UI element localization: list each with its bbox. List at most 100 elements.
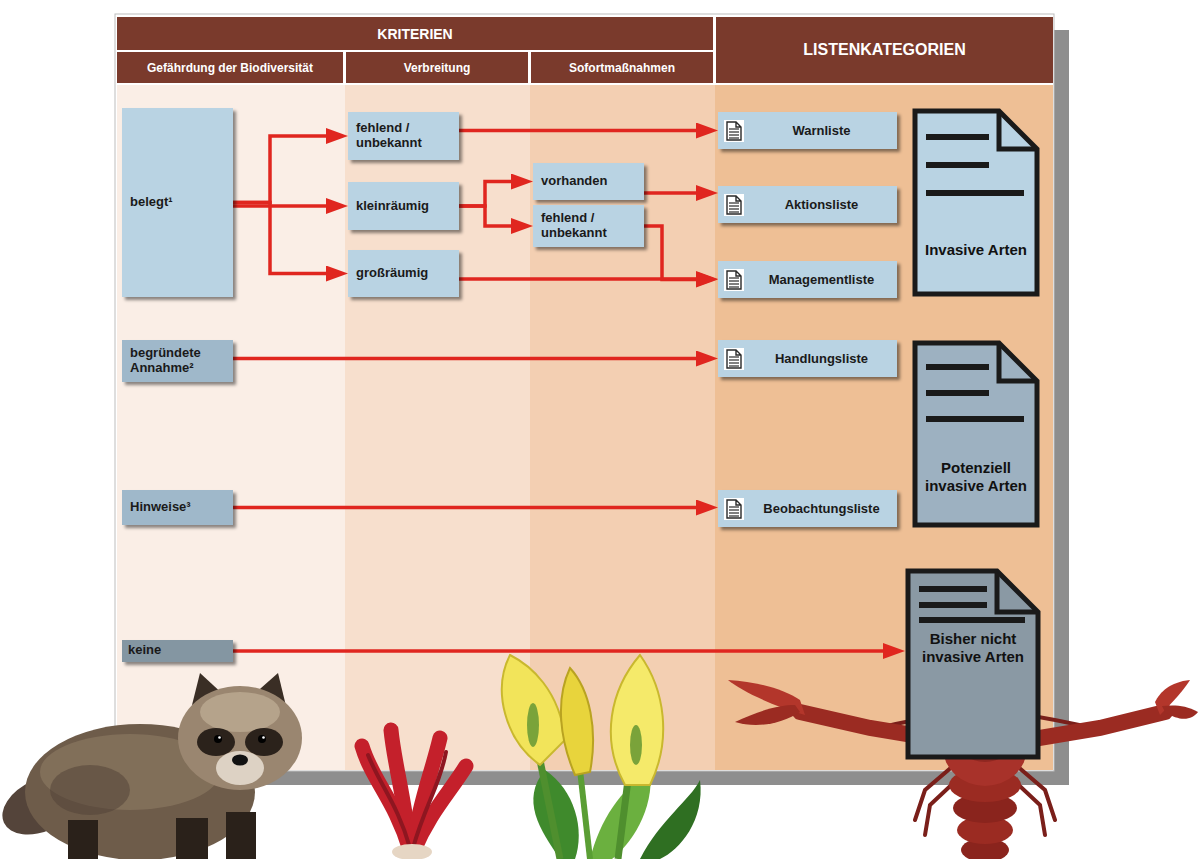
arrow-connector: [644, 191, 708, 195]
list-icon-line: [729, 280, 739, 281]
document-fold: [997, 571, 1038, 612]
node-label: Sofortmaßnahmen: [569, 61, 675, 75]
raccoon-dog: [197, 728, 235, 756]
criterion-box: fehlend / unbekannt: [533, 205, 644, 247]
arrow-connector: [459, 182, 523, 207]
list-icon-ground: [724, 269, 744, 291]
list-category-box: Aktionsliste: [718, 186, 897, 223]
node-label: Aktionsliste: [785, 197, 859, 212]
list-icon-line: [729, 137, 739, 138]
skunk-cabbage: [580, 770, 590, 859]
document-icon: Bisher nicht invasive Arten: [905, 568, 1041, 760]
arrow-connector: [233, 204, 338, 208]
raccoon-dog: [214, 735, 222, 743]
list-icon: [724, 269, 744, 291]
criterion-box: kleinräumig: [348, 182, 459, 230]
arrow-connector: [644, 226, 708, 280]
column-ground: [117, 85, 345, 770]
document-outline: [912, 108, 1040, 297]
document-shape: [908, 571, 1038, 757]
text-block: Handlungsliste: [775, 351, 868, 366]
node-label: Potenziell invasive Arten: [921, 459, 1031, 495]
list-icon-line: [729, 286, 739, 287]
list-category-box: Warnliste: [718, 112, 897, 149]
list-icon-line: [729, 277, 739, 278]
list-icon-line: [729, 131, 739, 132]
node-label: Warnliste: [792, 123, 850, 138]
list-icon-line: [729, 128, 739, 129]
text-block: Warnliste: [792, 123, 850, 138]
criterion-box: großräumig: [348, 250, 459, 297]
document-line: [919, 617, 1025, 623]
raccoon-dog: [216, 751, 264, 785]
list-icon-line: [729, 134, 739, 135]
fungus: [413, 752, 446, 848]
panel: [115, 14, 1054, 771]
arrow-connector: [459, 129, 708, 133]
list-icon-line: [729, 202, 739, 203]
text-block: Verbreitung: [404, 61, 471, 75]
raccoon-dog: [262, 736, 265, 739]
text-block: Managementliste: [769, 272, 874, 287]
list-icon-outline: [727, 500, 741, 518]
raccoon-dog: [232, 755, 248, 766]
list-icon-outline: [727, 122, 741, 140]
document-text-area: Bisher nicht invasive Arten: [914, 626, 1032, 670]
text-block: vorhanden: [541, 174, 607, 189]
column-header: Sofortmaßnahmen: [531, 52, 713, 83]
list-icon-line: [729, 362, 739, 363]
fungus: [392, 844, 432, 859]
criterion-box: begründete Annahme²: [122, 340, 233, 382]
skunk-cabbage: [527, 703, 539, 747]
node-label: vorhanden: [541, 174, 607, 189]
node-label: Verbreitung: [404, 61, 471, 75]
document-shape: [915, 343, 1037, 525]
raccoon-dog: [50, 765, 130, 815]
list-icon: [724, 194, 744, 216]
node-label: Invasive Arten: [925, 241, 1027, 259]
node-label: LISTENKATEGORIEN: [803, 41, 965, 59]
list-icon-line: [729, 211, 739, 212]
text-block: Gefährdung der Biodiversität: [147, 61, 313, 75]
document-shape: [915, 111, 1037, 294]
text-block: Invasive Arten: [925, 241, 1027, 259]
text-block: Sofortmaßnahmen: [569, 61, 675, 75]
document-line: [926, 190, 1024, 196]
list-icon: [724, 498, 744, 520]
column-header: Gefährdung der Biodiversität: [117, 52, 343, 83]
node-label: Handlungsliste: [775, 351, 868, 366]
list-category-box: Managementliste: [718, 261, 897, 298]
node-label: fehlend / unbekannt: [541, 211, 636, 241]
arrow-connector: [233, 203, 338, 274]
criterion-box: belegt¹: [122, 108, 233, 297]
list-icon-line: [729, 365, 739, 366]
document-line: [926, 390, 989, 396]
skunk-cabbage: [630, 725, 642, 765]
document-fold: [999, 111, 1037, 149]
arrow-connector: [233, 649, 895, 653]
document-outline: [912, 340, 1040, 528]
node-label: Managementliste: [769, 272, 874, 287]
node-label: großräumig: [356, 266, 428, 281]
skunk-cabbage: [561, 668, 593, 775]
column-ground: [345, 85, 530, 770]
column-ground: [715, 85, 1053, 770]
text-block: kleinräumig: [356, 199, 429, 214]
raccoon-dog: [25, 724, 255, 859]
list-icon-line: [729, 205, 739, 206]
node-label: Bisher nicht invasive Arten: [914, 630, 1032, 666]
column-header: Verbreitung: [346, 52, 528, 83]
text-block: begründete Annahme²: [130, 346, 225, 376]
document-fold: [999, 343, 1037, 381]
header-band: LISTENKATEGORIEN: [716, 17, 1053, 83]
text-block: LISTENKATEGORIEN: [803, 41, 965, 59]
list-icon-line: [729, 208, 739, 209]
node-label: Hinweise³: [130, 500, 191, 515]
header-band: KRITERIEN: [117, 17, 713, 50]
text-block: fehlend / unbekannt: [541, 211, 636, 241]
list-category-box: Handlungsliste: [718, 340, 897, 377]
document-icon: Potenziell invasive Arten: [912, 340, 1040, 528]
raccoon-dog: [218, 736, 221, 739]
